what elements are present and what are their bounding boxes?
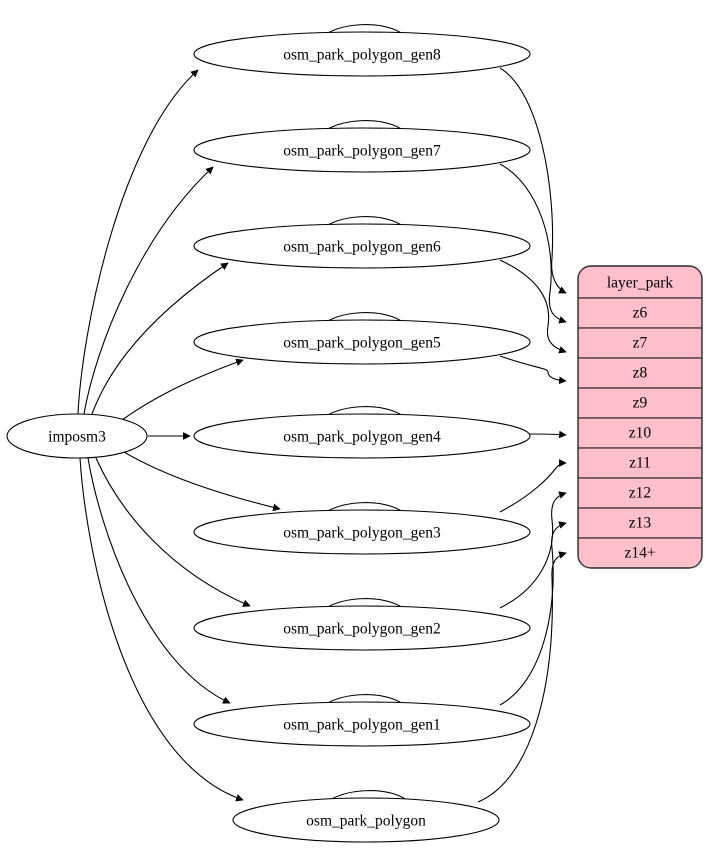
node-gen3-label: osm_park_polygon_gen3 [283, 525, 441, 542]
edge-imposm3-to-gen6 [91, 262, 229, 415]
node-gen2-ellipse[interactable] [193, 605, 531, 651]
table-row-z14-label: z14+ [624, 545, 655, 562]
node-gen4[interactable]: osm_park_polygon_gen4 [193, 406, 531, 459]
node-gen7[interactable]: osm_park_polygon_gen7 [193, 120, 531, 173]
layer-park-table[interactable]: layer_park z6 z7 z8 z9 z10 z11 z12 z13 z… [577, 265, 703, 569]
table-row-z9-cell[interactable] [578, 387, 702, 419]
node-imposm3[interactable]: imposm3 [6, 413, 148, 459]
edge-gen1-to-z13 [499, 521, 567, 706]
node-gen3-ellipse[interactable] [193, 509, 531, 555]
edge-imposm3-to-gen2 [95, 457, 251, 607]
table-row-z13-cell[interactable] [578, 507, 702, 539]
table-header-label: layer_park [607, 275, 674, 292]
edge-gen3-to-z11 [499, 459, 567, 513]
node-base-label: osm_park_polygon [306, 813, 426, 830]
edge-gen4-to-z10 [527, 430, 567, 439]
edge-imposm3-to-gen5 [121, 358, 244, 421]
node-gen5-ellipse[interactable] [193, 319, 531, 365]
node-gen6-label: osm_park_polygon_gen6 [283, 239, 441, 256]
node-base[interactable]: osm_park_polygon [232, 790, 500, 843]
node-gen2-label: osm_park_polygon_gen2 [283, 621, 441, 638]
table-row-z11-cell[interactable] [578, 447, 702, 479]
table-row-z13-label: z13 [629, 515, 652, 532]
edge-base-to-z14 [477, 551, 567, 803]
node-gen8[interactable]: osm_park_polygon_gen8 [193, 24, 531, 77]
table-row-z11-label: z11 [629, 455, 651, 472]
node-imposm3-ellipse[interactable] [6, 413, 148, 459]
node-gen4-label: osm_park_polygon_gen4 [283, 429, 441, 446]
edges-to-layer-park [477, 67, 567, 803]
node-gen1-ellipse[interactable] [193, 701, 531, 747]
edge-imposm3-to-base [79, 457, 244, 802]
node-base-ellipse[interactable] [232, 797, 500, 843]
table-row-z12-cell[interactable] [578, 477, 702, 509]
edges-from-imposm3 [77, 69, 281, 802]
node-gen7-label: osm_park_polygon_gen7 [283, 143, 441, 160]
edge-imposm3-to-gen3 [123, 451, 281, 512]
table-row-z6-label: z6 [633, 305, 648, 322]
edge-gen8-to-z6 [499, 67, 567, 294]
table-row-z7-cell[interactable] [578, 327, 702, 359]
node-gen5[interactable]: osm_park_polygon_gen5 [193, 312, 531, 365]
node-gen3[interactable]: osm_park_polygon_gen3 [193, 502, 531, 555]
edge-imposm3-to-gen8 [77, 69, 199, 415]
node-gen6-ellipse[interactable] [193, 223, 531, 269]
node-gen8-ellipse[interactable] [193, 31, 531, 77]
table-row-z9-label: z9 [633, 395, 648, 412]
table-border [577, 265, 703, 569]
table-row-z7-label: z7 [633, 335, 648, 352]
edge-gen7-to-z7 [499, 163, 567, 324]
node-imposm3-label: imposm3 [48, 429, 106, 446]
table-row-z8-label: z8 [633, 365, 648, 382]
node-gen1-label: osm_park_polygon_gen1 [283, 717, 441, 734]
edge-gen6-to-z8 [499, 259, 567, 354]
edge-gen2-to-z12 [499, 491, 567, 609]
node-gen7-ellipse[interactable] [193, 127, 531, 173]
table-row-z12-label: z12 [629, 485, 651, 502]
table-row-z10-cell[interactable] [578, 417, 702, 449]
node-gen4-ellipse[interactable] [193, 413, 531, 459]
node-gen8-label: osm_park_polygon_gen8 [283, 47, 441, 64]
edge-imposm3-to-gen1 [87, 457, 231, 704]
table-row-z14-cell[interactable] [578, 537, 702, 568]
edge-gen5-to-z9 [499, 355, 567, 385]
table-row-z10-label: z10 [629, 425, 652, 442]
node-gen6[interactable]: osm_park_polygon_gen6 [193, 216, 531, 269]
node-gen2[interactable]: osm_park_polygon_gen2 [193, 598, 531, 651]
edge-imposm3-to-gen7 [83, 166, 214, 415]
node-gen5-label: osm_park_polygon_gen5 [283, 335, 441, 352]
node-gen1[interactable]: osm_park_polygon_gen1 [193, 694, 531, 747]
